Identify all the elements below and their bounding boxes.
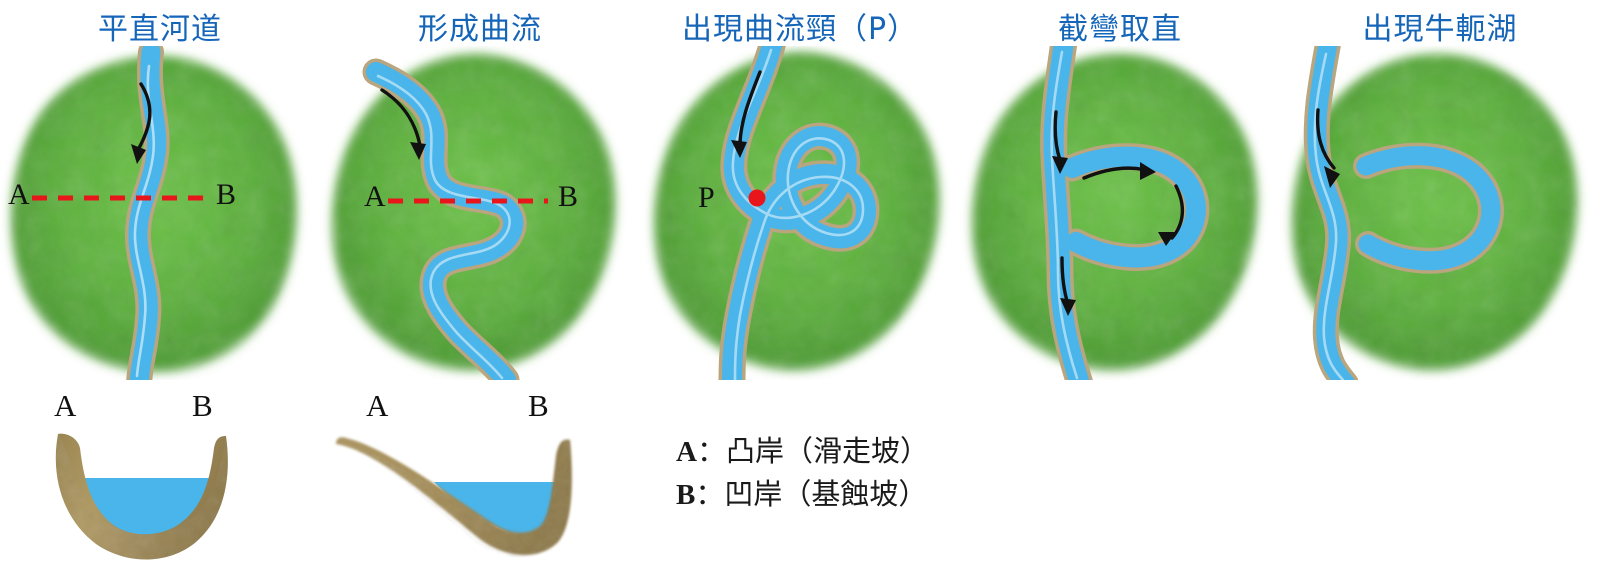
flow-arrow-icon-loop-around bbox=[1158, 184, 1184, 246]
river-water bbox=[366, 62, 524, 380]
legend: A：凸岸（滑走坡） B：凹岸（基蝕坡） bbox=[676, 430, 1196, 516]
panel-cutoff: 截彎取直 bbox=[960, 0, 1280, 380]
oxbow-lake-water bbox=[1356, 146, 1501, 271]
flow-arrow-icon bbox=[1315, 108, 1340, 188]
flow-arrow-icon bbox=[380, 88, 426, 160]
panel-title: 平直河道 bbox=[98, 12, 222, 47]
panel-artwork bbox=[0, 46, 320, 380]
cross-section-label-a: A bbox=[366, 388, 389, 423]
flow-arrow-icon-loop-entry bbox=[1082, 162, 1156, 180]
legend-text-b: 凹岸（基蝕坡） bbox=[724, 477, 928, 512]
panel-title: 出現牛軛湖 bbox=[1362, 12, 1518, 47]
panel-meander-forms: 形成曲流 bbox=[320, 0, 640, 380]
flow-arrow-icon bbox=[131, 82, 152, 164]
river-highlight bbox=[731, 48, 865, 380]
abandoned-loop-water bbox=[1062, 146, 1206, 268]
cross-section-label-a: A bbox=[54, 388, 77, 423]
cross-section-row: A B bbox=[0, 386, 660, 567]
neck-point-marker bbox=[748, 189, 766, 207]
river-highlight bbox=[133, 64, 156, 378]
flow-arrow-icon-inflow bbox=[1052, 110, 1068, 174]
river-highlight bbox=[376, 74, 511, 380]
river-highlight bbox=[1313, 52, 1345, 380]
flow-arrow-icon bbox=[731, 70, 762, 158]
panel-title: 截彎取直 bbox=[1058, 12, 1182, 47]
legend-key-a: A bbox=[676, 436, 697, 468]
panel-title: 形成曲流 bbox=[418, 12, 542, 47]
legend-text-a: 凸岸（滑走坡） bbox=[725, 434, 929, 468]
panel-artwork bbox=[1280, 46, 1600, 380]
legend-row: B：凹岸（基蝕坡） bbox=[676, 473, 1196, 516]
river-water bbox=[128, 46, 167, 380]
panel-artwork bbox=[640, 46, 960, 380]
legend-separator: ： bbox=[696, 434, 726, 468]
cross-section-meander: A B bbox=[330, 386, 640, 567]
panel-oxbow-lake: 出現牛軛湖 bbox=[1280, 0, 1600, 380]
panel-artwork bbox=[320, 46, 640, 380]
flow-arrow-icon-outflow bbox=[1060, 256, 1076, 316]
panel-artwork bbox=[960, 46, 1280, 380]
panel-title: 出現曲流頸（P） bbox=[681, 12, 919, 47]
cross-section-label-b: B bbox=[192, 388, 213, 423]
cross-section-straight: A B bbox=[20, 386, 330, 567]
panel-row: 平直河道 bbox=[0, 0, 1600, 380]
legend-key-b: B bbox=[676, 479, 696, 512]
river-highlight bbox=[1050, 50, 1079, 380]
legend-row: A：凸岸（滑走坡） bbox=[676, 430, 1196, 473]
cross-section-label-b: B bbox=[528, 388, 549, 423]
channel-water bbox=[434, 482, 558, 537]
river-water bbox=[1043, 46, 1090, 380]
panel-straight-channel: 平直河道 bbox=[0, 0, 320, 380]
legend-separator: ： bbox=[695, 477, 725, 512]
panel-meander-neck: 出現曲流頸（P） bbox=[640, 0, 960, 380]
